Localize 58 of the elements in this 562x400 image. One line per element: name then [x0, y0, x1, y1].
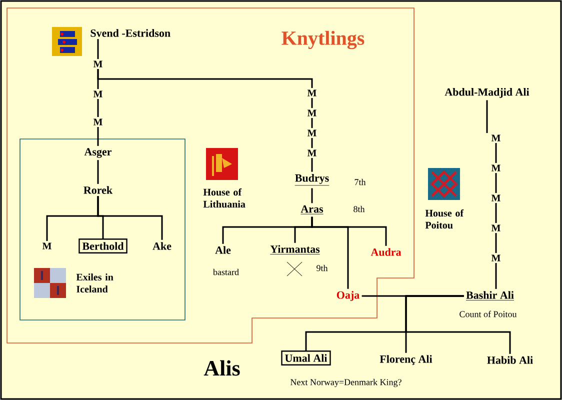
family-line: [311, 216, 387, 246]
boxed-name: Umal Ali: [281, 350, 331, 366]
generation-marker: M: [491, 134, 500, 142]
generation-marker: M: [93, 90, 102, 98]
family-line: [486, 100, 488, 134]
note-text: Count of Poitou: [460, 310, 517, 318]
region-title: Knytlings: [282, 30, 364, 50]
house-name: House of Poitou: [425, 209, 464, 229]
person-name: Bashir Ali: [466, 291, 514, 300]
family-line: [311, 138, 313, 148]
family-line: [311, 158, 313, 172]
family-line: [97, 160, 99, 184]
note-text: Next Norway=Denmark King?: [290, 378, 402, 388]
family-line: [97, 126, 99, 146]
family-line: [405, 295, 511, 354]
note-text: 9th: [316, 264, 328, 272]
person-name: Svend -Estridson: [90, 29, 170, 37]
family-line: [97, 196, 163, 240]
generation-marker: M: [307, 110, 316, 116]
note-text: 8th: [354, 206, 365, 212]
generation-marker: M: [93, 60, 102, 68]
section-title: Alis: [204, 360, 240, 376]
family-line: [311, 98, 313, 108]
family-line: [495, 262, 497, 289]
person-name: Aras: [300, 205, 324, 214]
generation-marker: M: [307, 90, 316, 96]
person-name: Florenç Ali: [380, 355, 432, 365]
note-text: 7th: [354, 178, 366, 186]
family-line: [97, 68, 313, 88]
house-name: House of Lithuania: [203, 188, 246, 208]
person-name: Ale: [215, 246, 231, 254]
family-line: [495, 232, 497, 254]
person-name: Budrys: [294, 174, 330, 186]
note-text: bastard: [213, 268, 239, 276]
family-line: [97, 98, 99, 118]
generation-marker: M: [42, 242, 52, 250]
generation-marker: M: [307, 130, 316, 136]
person-name: Oaja: [336, 291, 360, 301]
family-line: [495, 202, 497, 224]
family-line: [495, 172, 497, 194]
person-name: Audra: [370, 248, 402, 256]
generation-marker: M: [491, 194, 500, 202]
family-line: [97, 39, 99, 60]
person-name: Rorek: [84, 186, 113, 194]
family-line: [495, 142, 497, 164]
family-line: [311, 188, 313, 204]
family-line: [311, 118, 313, 128]
person-name: Ake: [152, 242, 172, 250]
generation-marker: M: [307, 150, 316, 156]
person-name: Habib Ali: [487, 356, 533, 364]
person-name: Yirmantas: [270, 245, 320, 254]
person-name: Abdul-Madjid Ali: [444, 88, 530, 98]
generation-marker: M: [93, 118, 102, 126]
generation-marker: M: [491, 254, 500, 262]
generation-marker: M: [491, 164, 500, 172]
boxed-name: Berthold: [78, 238, 128, 254]
generation-marker: M: [491, 224, 500, 232]
person-name: Asger: [84, 148, 112, 158]
